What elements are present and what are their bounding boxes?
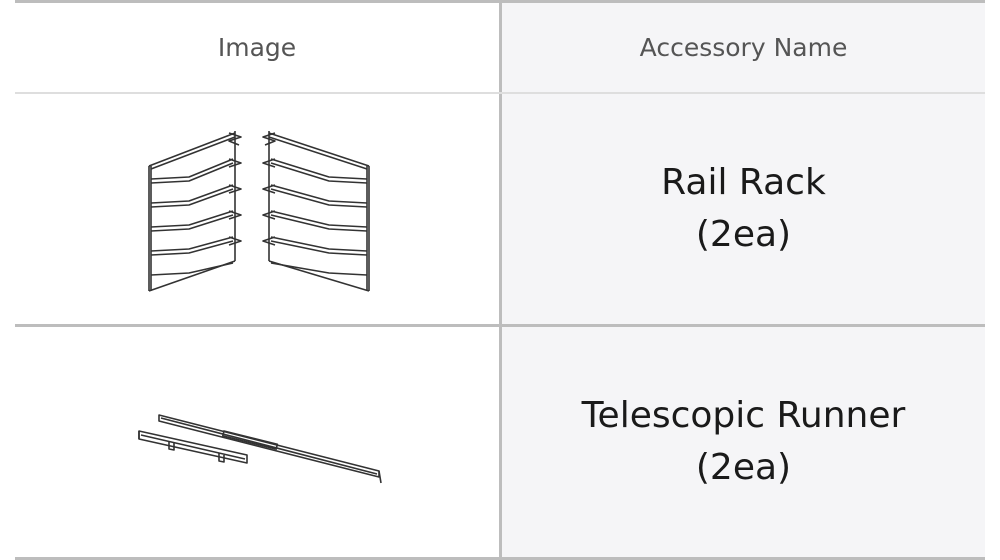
row-divider <box>15 324 985 327</box>
rail-rack-icon <box>148 131 370 292</box>
table-bottom-border <box>15 557 985 560</box>
name-column-background <box>502 3 985 557</box>
accessory-quantity: (2ea) <box>695 214 792 255</box>
header-name-label: Accessory Name <box>639 33 848 62</box>
telescopic-runner-icon <box>138 414 382 484</box>
accessory-name: Telescopic Runner <box>581 395 906 436</box>
accessory-quantity: (2ea) <box>695 447 792 488</box>
table-row-1-name-cell: Rail Rack (2ea) <box>502 94 985 324</box>
accessory-table: Image Accessory Name <box>15 0 985 560</box>
table-row-2-image-cell <box>15 327 499 557</box>
header-image: Image <box>15 3 499 92</box>
accessory-name: Rail Rack <box>661 162 826 203</box>
header-divider <box>15 92 985 94</box>
table-row-1-image-cell <box>15 94 499 324</box>
table-top-border <box>15 0 985 3</box>
table-row-2-name-cell: Telescopic Runner (2ea) <box>502 327 985 557</box>
column-divider <box>499 3 502 557</box>
header-image-label: Image <box>217 33 297 62</box>
header-accessory-name: Accessory Name <box>502 3 985 92</box>
